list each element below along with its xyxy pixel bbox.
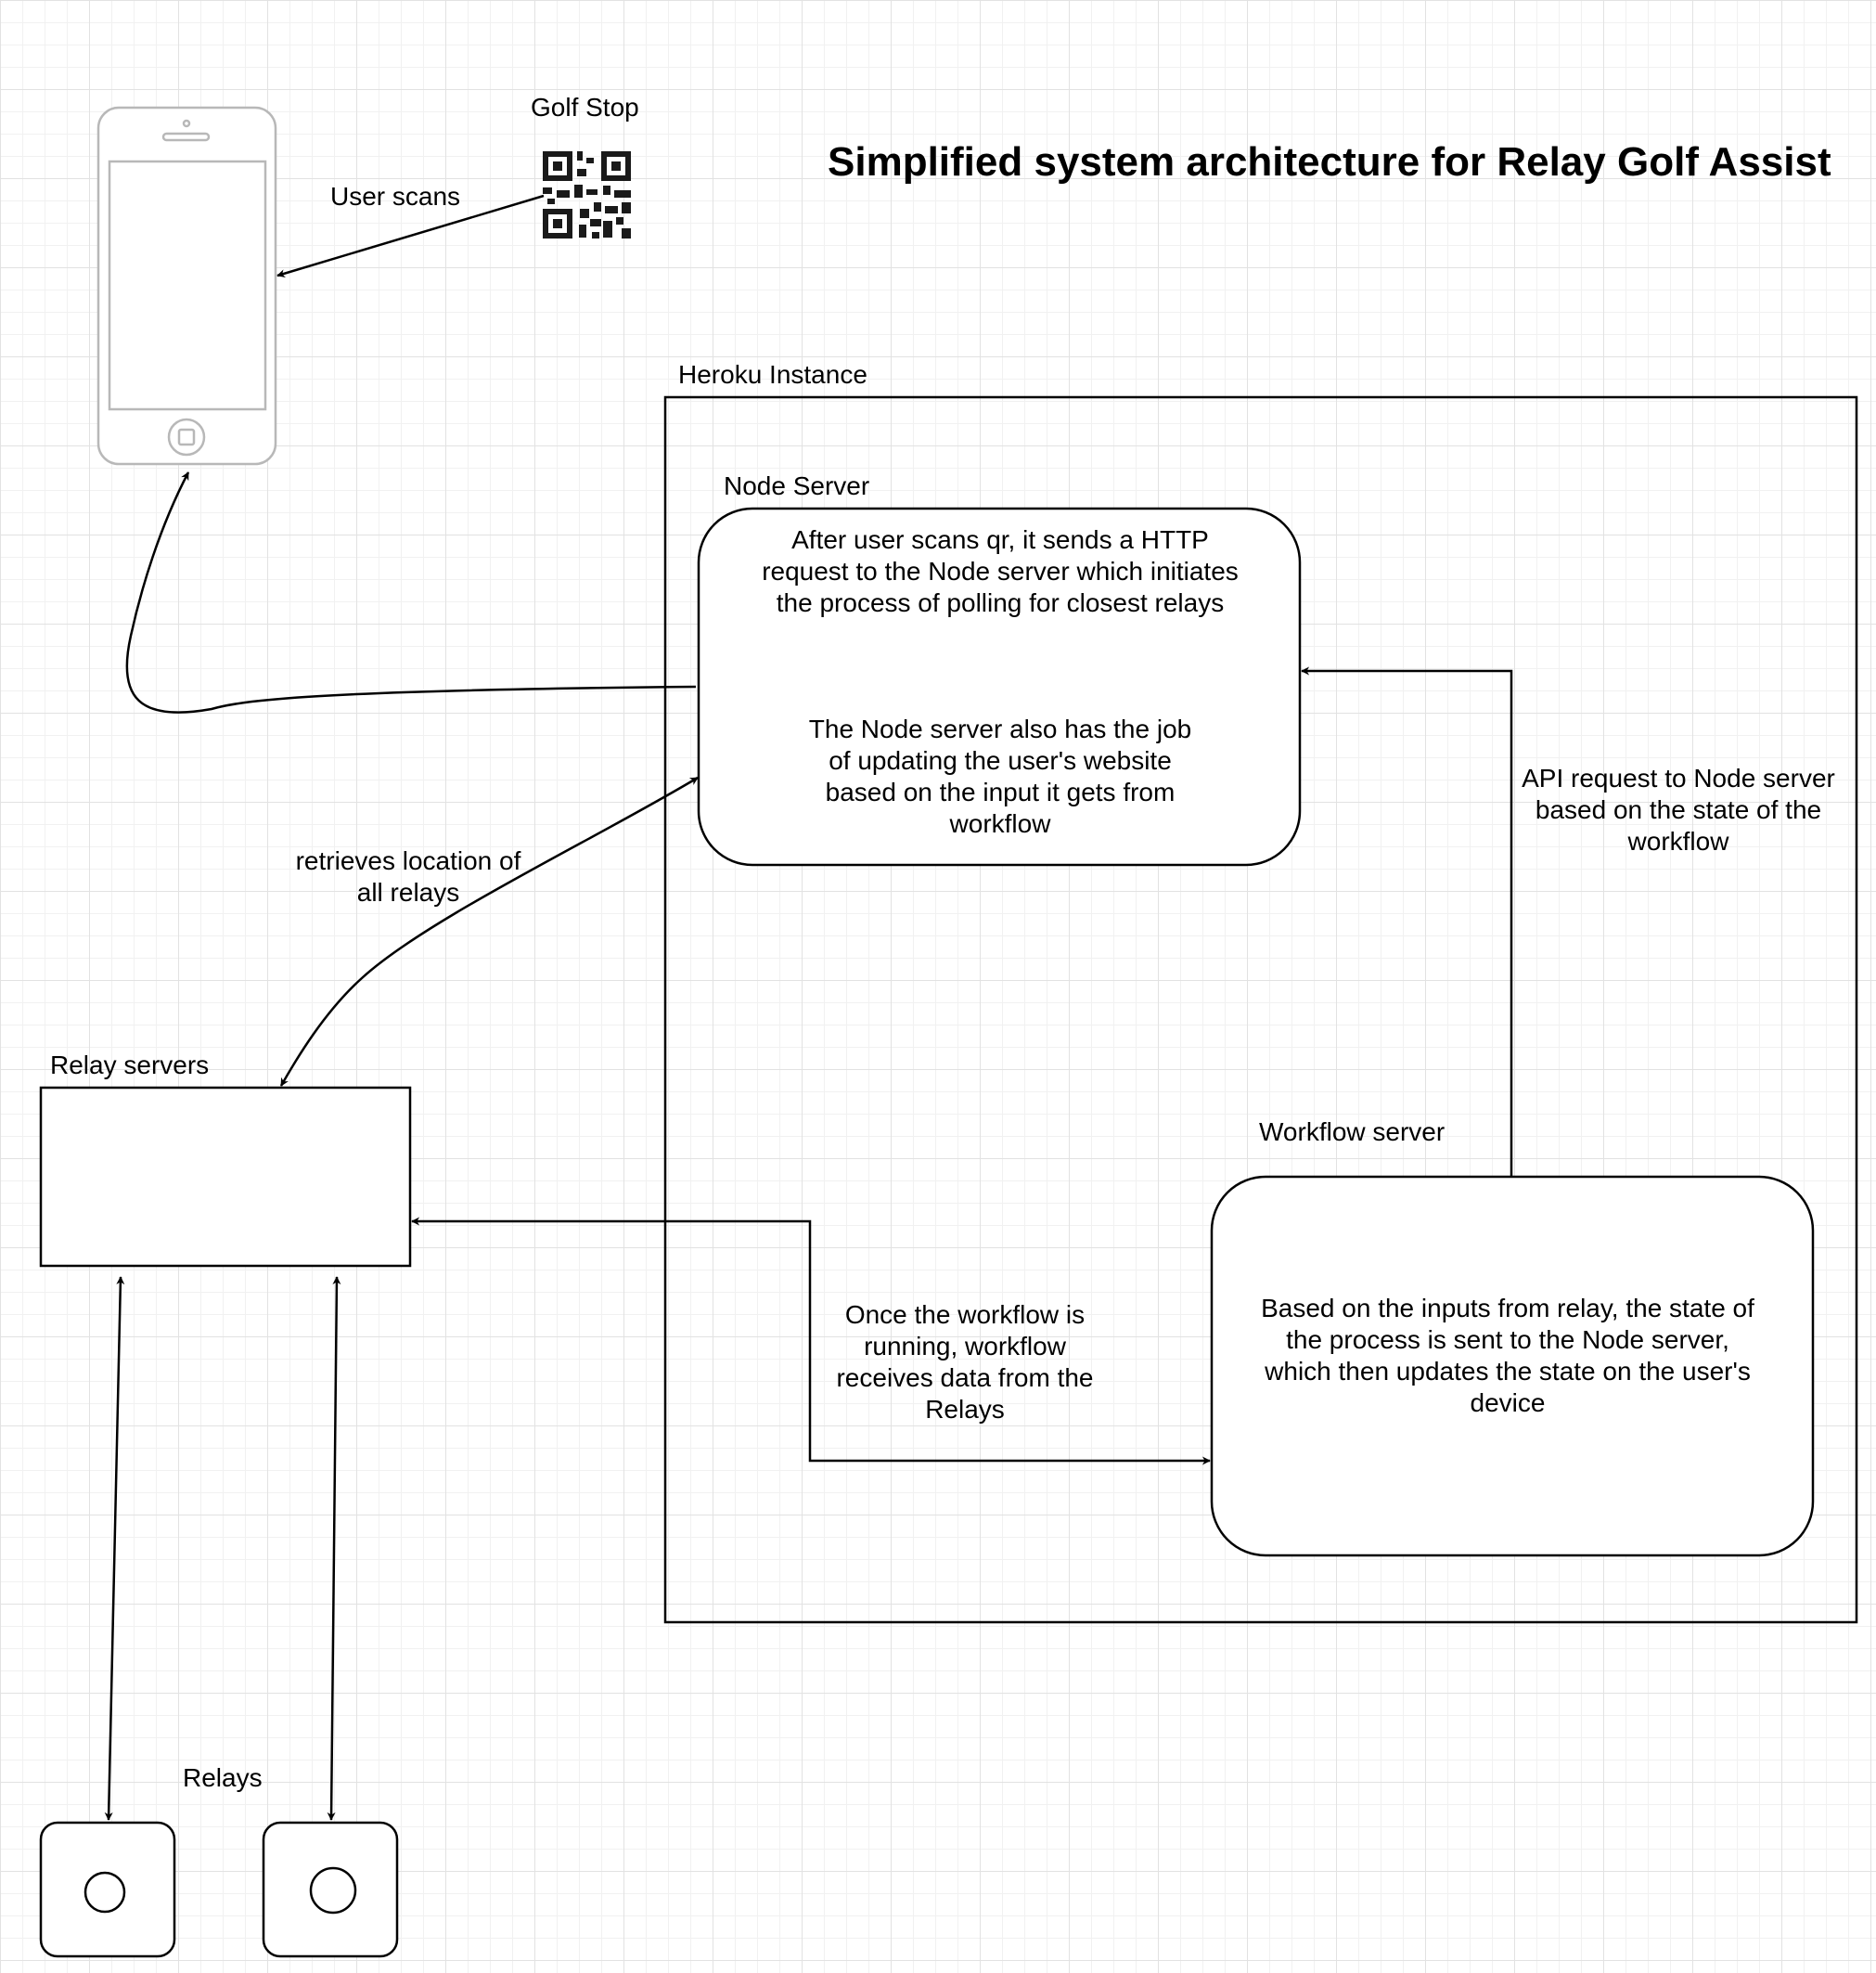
edge-workflow-to-node [1301, 666, 1513, 1177]
relay-device-icon [39, 1821, 176, 1958]
relay-servers-label: Relay servers [50, 1051, 210, 1079]
diagram-title: Simplified system architecture for Relay… [828, 139, 1831, 185]
workflow-server-label: Workflow server [1259, 1117, 1446, 1146]
edge-relay-servers-relay-2 [327, 1276, 341, 1821]
smartphone-icon [96, 106, 277, 466]
node-server-description-2: The Node server also has the job of upda… [808, 715, 1192, 838]
user-scans-label: User scans [330, 182, 461, 211]
relay-device-icon [262, 1821, 399, 1958]
qr-code-icon [543, 151, 631, 239]
retrieves-location-label: retrieves location of all relays [295, 846, 521, 907]
heroku-instance-label: Heroku Instance [678, 360, 867, 389]
workflow-server-description: Based on the inputs from relay, the stat… [1261, 1294, 1754, 1417]
node-server-description-1: After user scans qr, it sends a HTTP req… [762, 525, 1239, 617]
edge-qr-to-phone [276, 194, 545, 277]
relays-label: Relays [183, 1763, 263, 1792]
node-server-box [697, 507, 1302, 867]
edge-phone-node [125, 471, 697, 714]
node-server-label: Node Server [724, 471, 870, 500]
edge-workflow-relay-servers [411, 1217, 1211, 1465]
api-request-label: API request to Node server based on the … [1522, 764, 1835, 856]
relay-servers-box [39, 1086, 412, 1268]
workflow-receives-label: Once the workflow is running, workflow r… [836, 1300, 1094, 1424]
edge-node-relay-servers [279, 776, 699, 1087]
edge-relay-servers-relay-1 [104, 1276, 125, 1821]
golf-stop-label: Golf Stop [531, 93, 639, 122]
